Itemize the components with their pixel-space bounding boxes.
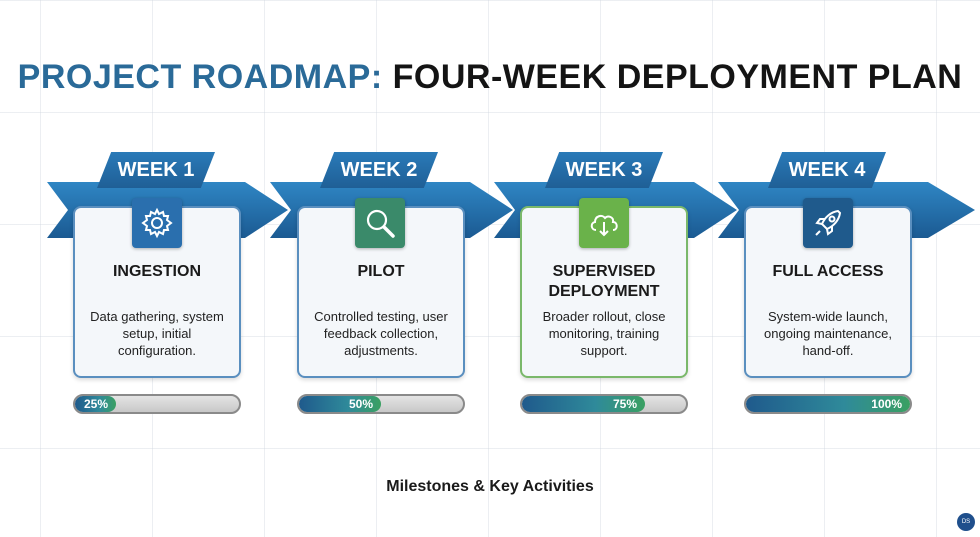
week-3-description: Broader rollout, close monitoring, train… <box>542 309 666 358</box>
milestones-caption: Milestones & Key Activities <box>386 478 594 495</box>
week-4-description: System-wide launch, ongoing maintenance,… <box>764 309 892 358</box>
week-2-progress-fill: 50% <box>299 396 381 412</box>
page-title: PROJECT ROADMAP: FOUR-WEEK DEPLOYMENT PL… <box>0 58 980 97</box>
week-3-tab: WEEK 3 <box>545 152 663 188</box>
week-2-tab: WEEK 2 <box>320 152 438 188</box>
week-3-progress-fill: 75% <box>522 396 645 412</box>
magnifier-icon <box>355 198 405 248</box>
cloud-download-icon <box>579 198 629 248</box>
week-1-title: INGESTION <box>112 263 201 280</box>
week-2-title: PILOT <box>357 263 405 280</box>
week-3-title: SUPERVISED DEPLOYMENT <box>548 263 660 300</box>
week-2-card <box>297 206 465 378</box>
week-4-progress-fill: 100% <box>746 396 910 412</box>
week-1-progress-bar: 25% <box>73 394 241 414</box>
title-part-1: PROJECT ROADMAP: <box>17 58 383 96</box>
week-4-progress-label: 100% <box>871 397 902 411</box>
rocket-icon <box>803 198 853 248</box>
gear-icon <box>132 198 182 248</box>
week-1-description: Data gathering, system setup, initial co… <box>90 309 224 358</box>
week-2-progress-label: 50% <box>348 397 373 411</box>
week-3-progress-label: 75% <box>612 397 637 411</box>
week-1-card <box>73 206 241 378</box>
week-1-progress-fill: 25% <box>75 396 116 412</box>
corner-badge[interactable]: DS <box>957 513 975 531</box>
week-4-tab: WEEK 4 <box>768 152 886 188</box>
week-4-title: FULL ACCESS <box>772 263 884 280</box>
week-2-description: Controlled testing, user feedback collec… <box>314 309 448 358</box>
week-3-progress-bar: 75% <box>520 394 688 414</box>
week-2-progress-bar: 50% <box>297 394 465 414</box>
week-1-progress-label: 25% <box>83 397 108 411</box>
week-4-progress-bar: 100% <box>744 394 912 414</box>
title-part-2: FOUR-WEEK DEPLOYMENT PLAN <box>392 58 963 96</box>
week-1-tab: WEEK 1 <box>97 152 215 188</box>
